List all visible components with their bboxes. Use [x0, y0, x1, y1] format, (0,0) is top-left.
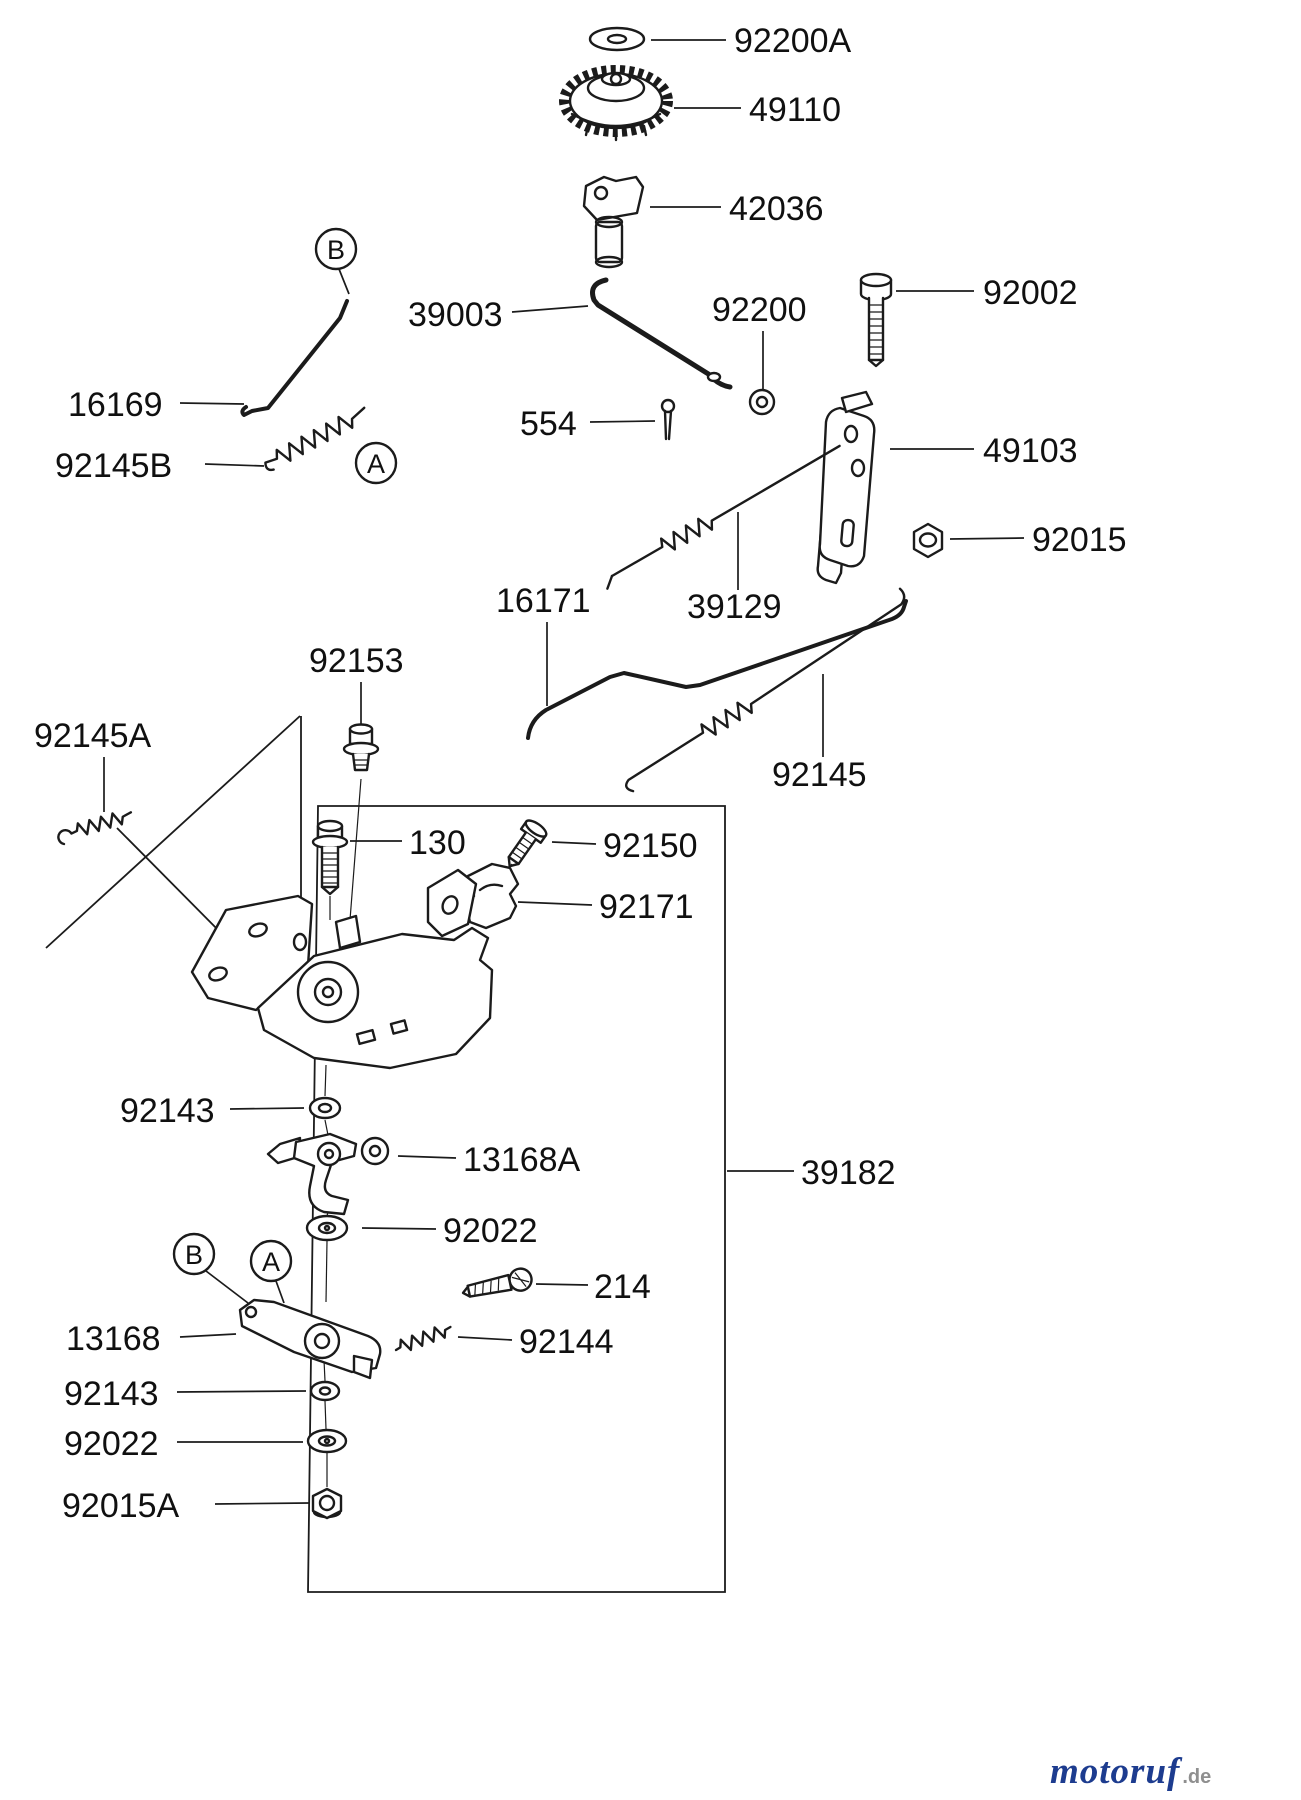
part-49110-governor-gear — [559, 65, 673, 142]
leader-16169 — [179, 402, 245, 405]
callout-39003: 39003 — [408, 296, 503, 334]
part-92002-bolt — [859, 272, 893, 368]
part-92015-nut — [912, 522, 944, 559]
callout-92144: 92144 — [519, 1323, 614, 1361]
ref-letter-a-bottom: A — [262, 1247, 280, 1277]
callout-214: 214 — [594, 1268, 651, 1306]
callout-92200: 92200 — [712, 291, 807, 329]
callout-13168A: 13168A — [463, 1141, 581, 1179]
part-554-cotter-pin — [660, 398, 676, 441]
ref-circle-a-top: A — [354, 441, 398, 485]
part-92153-bolt — [342, 723, 380, 772]
connector-ref-b-bottom — [205, 1270, 249, 1304]
leader-214 — [535, 1283, 589, 1286]
callout-92171: 92171 — [599, 888, 694, 926]
part-92150-screw — [507, 819, 548, 868]
callout-92143-lower: 92143 — [64, 1375, 159, 1413]
ref-letter-b-bottom: B — [185, 1240, 203, 1270]
part-92145A-spring — [57, 811, 133, 846]
stack-centerline-6 — [324, 1400, 327, 1430]
part-39003-choke-rod — [590, 277, 733, 390]
part-16171-rod — [526, 599, 908, 740]
part-92143-washer-upper — [308, 1096, 342, 1120]
leader-92015 — [949, 537, 1025, 540]
callout-92145A: 92145A — [34, 717, 152, 755]
callout-92200A: 92200A — [734, 22, 852, 60]
callout-39182: 39182 — [801, 1154, 896, 1192]
leader-13168A — [397, 1155, 457, 1159]
leader-92171 — [517, 901, 593, 906]
part-16169-rod — [240, 299, 349, 417]
callout-39129: 39129 — [687, 588, 782, 626]
part-49103-plate — [816, 390, 876, 585]
callout-92143-upper: 92143 — [120, 1092, 215, 1130]
callout-16169: 16169 — [68, 386, 163, 424]
callout-16171: 16171 — [496, 582, 591, 620]
callout-130: 130 — [409, 824, 466, 862]
leader-554 — [589, 420, 656, 423]
leader-39003 — [511, 305, 589, 313]
stack-centerline-1 — [324, 1064, 327, 1097]
callout-92015A: 92015A — [62, 1487, 180, 1525]
callout-92002: 92002 — [983, 274, 1078, 312]
callout-92150: 92150 — [603, 827, 698, 865]
guide-92153 — [349, 778, 362, 921]
leader-92022-upper — [361, 1227, 437, 1230]
part-92200A-washer — [588, 26, 646, 52]
part-92200-washer — [748, 388, 776, 416]
ref-circle-b-bottom: B — [172, 1232, 216, 1276]
part-92144-spring — [394, 1325, 452, 1352]
ref-circle-a-bottom: A — [249, 1239, 293, 1283]
part-42036-governor-holder — [582, 175, 645, 269]
leader-92145B — [204, 463, 265, 467]
part-panel-bracket — [190, 868, 494, 1070]
part-13168-lever — [238, 1298, 382, 1380]
ref-circle-b-top: B — [314, 227, 358, 271]
stack-centerline-4 — [325, 1240, 328, 1303]
callout-13168: 13168 — [66, 1320, 161, 1358]
part-92145B-spring — [264, 406, 366, 472]
ref-letter-a-top: A — [367, 449, 385, 479]
watermark-brand: motoruf — [1050, 1751, 1181, 1792]
callout-42036: 42036 — [729, 190, 824, 228]
callout-92153: 92153 — [309, 642, 404, 680]
leader-92143-lower — [176, 1390, 307, 1393]
callout-554: 554 — [520, 405, 577, 443]
part-214-screw — [461, 1267, 533, 1298]
watermark-tld: .de — [1182, 1766, 1212, 1788]
leader-13168 — [179, 1333, 237, 1338]
callout-92022-lower: 92022 — [64, 1425, 159, 1463]
part-92145-spring-rod — [625, 587, 906, 793]
connector-ref-a-bottom — [275, 1280, 285, 1304]
callout-49110: 49110 — [749, 91, 841, 129]
connector-ref-b-top — [338, 268, 350, 295]
leader-92015A — [214, 1502, 310, 1505]
callout-92022-upper: 92022 — [443, 1212, 538, 1250]
ref-letter-b-top: B — [327, 235, 345, 265]
part-130-bolt — [311, 819, 349, 896]
callout-49103: 49103 — [983, 432, 1078, 470]
part-92143-washer-lower — [309, 1380, 341, 1402]
callout-labels: 92200A 49110 42036 39003 92200 92002 161… — [34, 22, 1127, 1525]
part-92015A-nut — [311, 1487, 343, 1520]
part-92022-washer-upper — [305, 1214, 349, 1242]
part-92022-washer-lower — [306, 1428, 348, 1454]
part-39129-rod-spring — [606, 444, 841, 590]
leader-92150 — [551, 841, 597, 845]
leader-lines — [103, 39, 1025, 1505]
leader-92143-upper — [229, 1107, 305, 1110]
callout-92145: 92145 — [772, 756, 867, 794]
watermark-motoruf: motoruf .de — [1050, 1750, 1211, 1793]
part-13168A-lever — [266, 1132, 390, 1216]
callout-92145B: 92145B — [55, 447, 172, 485]
leader-92144 — [457, 1336, 513, 1341]
callout-92015: 92015 — [1032, 521, 1127, 559]
